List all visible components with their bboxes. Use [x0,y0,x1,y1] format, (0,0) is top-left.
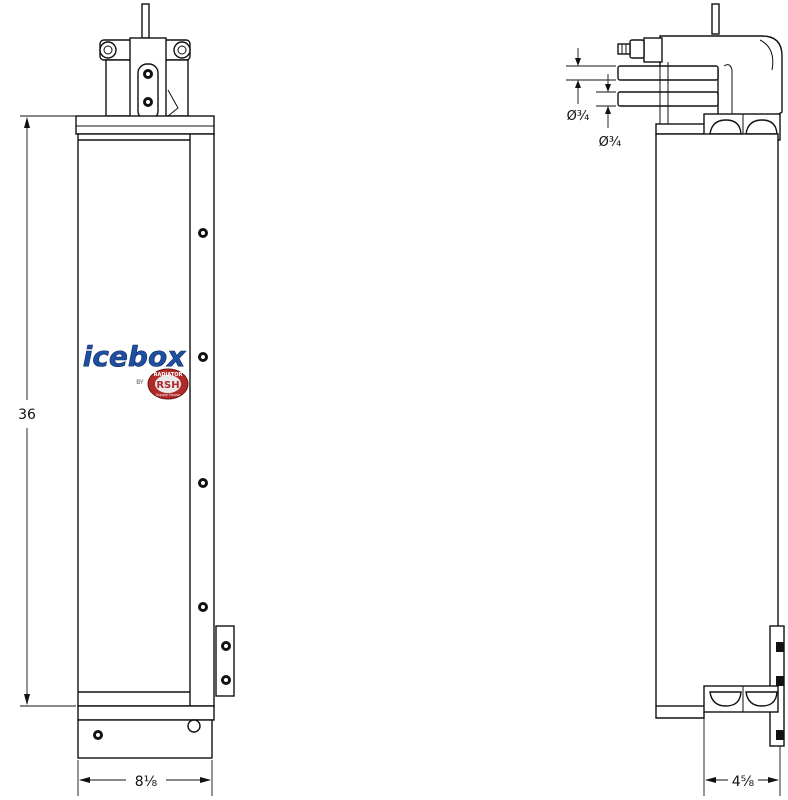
depth-side-label: 4⅝ [732,774,755,790]
front-top-fitting [99,3,191,125]
side-view: Ø¾ Ø¾ 4⅝ [566,3,785,796]
icebox-logo: icebox BY RADIATOR RSH Supply House [82,340,189,400]
side-depth-dimension: 4⅝ [703,712,781,796]
front-view: icebox BY RADIATOR RSH Supply House 36 [18,3,235,796]
logo-brand: icebox [83,340,186,373]
front-side-bolts [198,228,208,612]
front-width-dimension: 8⅛ [77,760,213,796]
height-label: 36 [18,407,36,423]
logo-maker-sub: Supply House [156,393,180,397]
front-core [77,133,215,707]
side-bottom-header [655,685,779,719]
port-bottom-label: Ø¾ [599,135,622,150]
port-dimensions: Ø¾ Ø¾ [566,48,622,150]
front-bottom-tank [77,705,215,759]
side-core [655,133,779,707]
front-top-header [75,115,215,135]
side-top-fitting [617,3,783,130]
width-front-label: 8⅛ [135,774,158,790]
front-mount-bracket [215,625,235,697]
port-top-label: Ø¾ [567,109,590,124]
logo-maker: RSH [156,380,179,391]
logo-maker-ring: RADIATOR [154,372,183,378]
logo-by: BY [136,379,144,386]
height-dimension: 36 [18,115,76,707]
